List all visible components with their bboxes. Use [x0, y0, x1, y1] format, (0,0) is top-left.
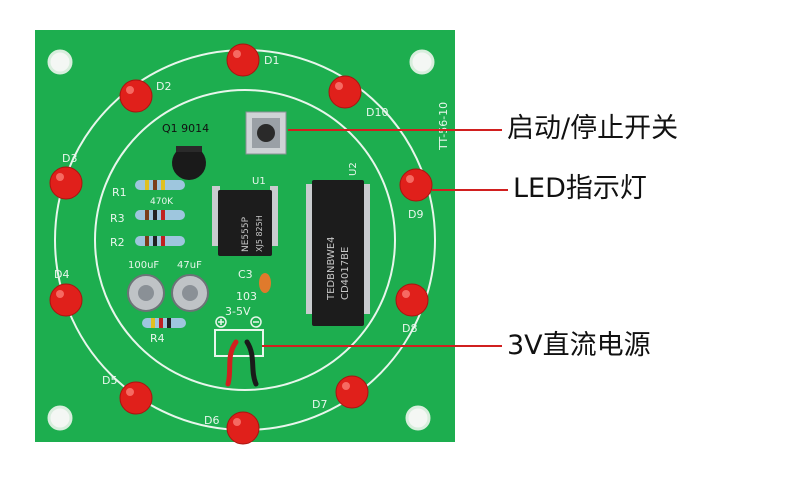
resistor-label-r3: R3	[110, 212, 125, 225]
resistor-label-r4: R4	[150, 332, 165, 345]
ic1-ne555	[212, 186, 278, 256]
ic2-ref: U2	[348, 162, 359, 176]
mounting-holes	[47, 49, 435, 431]
cap-value-2: 47uF	[177, 260, 202, 271]
resistor-marking: 470K	[150, 197, 174, 207]
led-label-d8: D8	[402, 322, 417, 335]
led-label-d3: D3	[62, 152, 77, 165]
led-highlights	[56, 50, 414, 426]
led-label-d5: D5	[102, 374, 117, 387]
ic1-marking-2: XJ5 825H	[255, 215, 264, 252]
led-label-d9: D9	[408, 208, 423, 221]
ic2-cd4017	[306, 180, 370, 326]
callout-power-label: 3V直流电源	[507, 330, 651, 361]
led-label-d1: D1	[264, 54, 279, 67]
electrolytic-capacitors	[127, 274, 209, 312]
resistor-label-r2: R2	[110, 236, 125, 249]
push-button-switch	[245, 111, 287, 155]
callout-led-label: LED指示灯	[513, 173, 647, 204]
led-label-d7: D7	[312, 398, 327, 411]
ic2-marking-2: CD4017BE	[340, 247, 351, 300]
c3-ref: C3	[238, 268, 253, 281]
cap-value-1: 100uF	[128, 260, 159, 271]
led-label-d2: D2	[156, 80, 171, 93]
led-label-d6: D6	[204, 414, 219, 427]
resistor-bands	[145, 180, 171, 328]
led-label-d10: D10	[366, 106, 388, 119]
ic1-ref: U1	[252, 176, 266, 187]
callout-switch-label: 启动/停止开关	[507, 113, 679, 144]
transistor-q1	[171, 146, 206, 180]
ic2-marking-1: TEDBNBWE4	[326, 236, 337, 301]
ic1-marking-1: NE555P	[241, 216, 251, 252]
transistor-label: Q1 9014	[162, 122, 209, 135]
inner-ring	[94, 89, 396, 391]
ceramic-capacitor-c3	[259, 273, 271, 293]
c3-value: 103	[236, 290, 257, 303]
resistor-label-r1: R1	[112, 186, 127, 199]
power-terminal	[214, 316, 264, 387]
led-label-d4: D4	[54, 268, 69, 281]
version-label: TT-56-10	[437, 102, 450, 151]
voltage-label: 3-5V	[225, 305, 251, 318]
